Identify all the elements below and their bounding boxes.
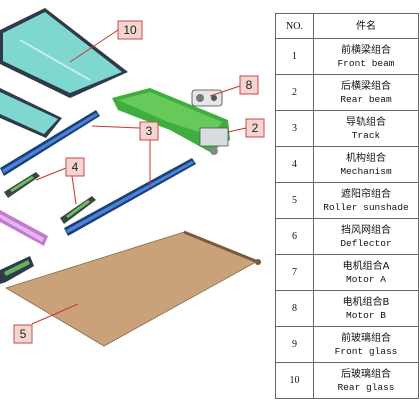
row-name-cn: 电机组合B bbox=[342, 296, 390, 308]
deflector-part bbox=[0, 210, 48, 246]
row-name-en: Front glass bbox=[334, 345, 398, 357]
callout-8: 8 bbox=[239, 75, 259, 95]
row-no: 5 bbox=[275, 182, 314, 219]
row-no: 8 bbox=[275, 290, 314, 327]
row-name-en: Rear glass bbox=[337, 381, 395, 393]
track-part-left bbox=[0, 110, 100, 176]
callout-10: 10 bbox=[117, 20, 143, 40]
row-name-en: Motor A bbox=[346, 273, 386, 285]
row-name-cn: 挡风网组合 bbox=[341, 224, 391, 236]
track-part-right bbox=[64, 158, 196, 236]
row-name-cn: 后横梁组合 bbox=[341, 80, 391, 92]
row-name-en: Roller sunshade bbox=[323, 201, 409, 213]
rear-beam-part bbox=[112, 88, 230, 155]
table-header-row: NO. 件名 bbox=[275, 13, 419, 39]
row-no: 9 bbox=[275, 326, 314, 363]
callout-3-label: 3 bbox=[146, 124, 153, 138]
roller-sunshade-part bbox=[5, 230, 261, 347]
leader-lines bbox=[31, 29, 247, 325]
row-name-cn: 导轨组合 bbox=[346, 116, 386, 128]
front-glass-part bbox=[0, 88, 62, 138]
row-name-en: Rear beam bbox=[340, 93, 392, 105]
row-name-cn: 前横梁组合 bbox=[341, 44, 391, 56]
row-name-cn: 后玻璃组合 bbox=[341, 368, 391, 380]
row-name-en: Front beam bbox=[337, 57, 395, 69]
row-no: 6 bbox=[275, 218, 314, 255]
callout-4-label: 4 bbox=[72, 160, 79, 174]
row-no: 2 bbox=[275, 74, 314, 111]
motor-b-part bbox=[191, 89, 223, 107]
callout-4: 4 bbox=[65, 157, 85, 177]
row-name-en: Track bbox=[351, 129, 381, 141]
row-name-cn: 前玻璃组合 bbox=[341, 332, 391, 344]
callout-2: 2 bbox=[245, 118, 265, 138]
row-no: 1 bbox=[275, 38, 314, 75]
row-name-cn: 遮阳帘组合 bbox=[341, 188, 391, 200]
row-no: 4 bbox=[275, 146, 314, 183]
row-no: 3 bbox=[275, 110, 314, 147]
row-name-cn: 电机组合A bbox=[342, 260, 390, 272]
row-no: 7 bbox=[275, 254, 314, 291]
mechanism-part-left bbox=[4, 172, 40, 198]
callout-8-label: 8 bbox=[246, 78, 253, 92]
callout-3: 3 bbox=[139, 121, 159, 141]
rear-glass-part bbox=[0, 8, 128, 98]
callout-5-label: 5 bbox=[20, 327, 27, 341]
callout-10-label: 10 bbox=[123, 23, 137, 37]
row-no: 10 bbox=[275, 362, 314, 399]
row-name-cn: 机构组合 bbox=[346, 152, 386, 164]
row-name-en: Deflector bbox=[340, 237, 392, 249]
header-name: 件名 bbox=[313, 13, 419, 39]
callout-5: 5 bbox=[13, 324, 33, 344]
header-no: NO. bbox=[275, 13, 314, 39]
mechanism-part-right bbox=[60, 196, 96, 224]
row-name-en: Motor B bbox=[346, 309, 386, 321]
row-name-en: Mechanism bbox=[340, 165, 392, 177]
exploded-sunroof-diagram: 10 8 3 2 4 5 bbox=[0, 8, 265, 347]
callout-2-label: 2 bbox=[252, 121, 259, 135]
motor-a-part bbox=[0, 256, 34, 284]
